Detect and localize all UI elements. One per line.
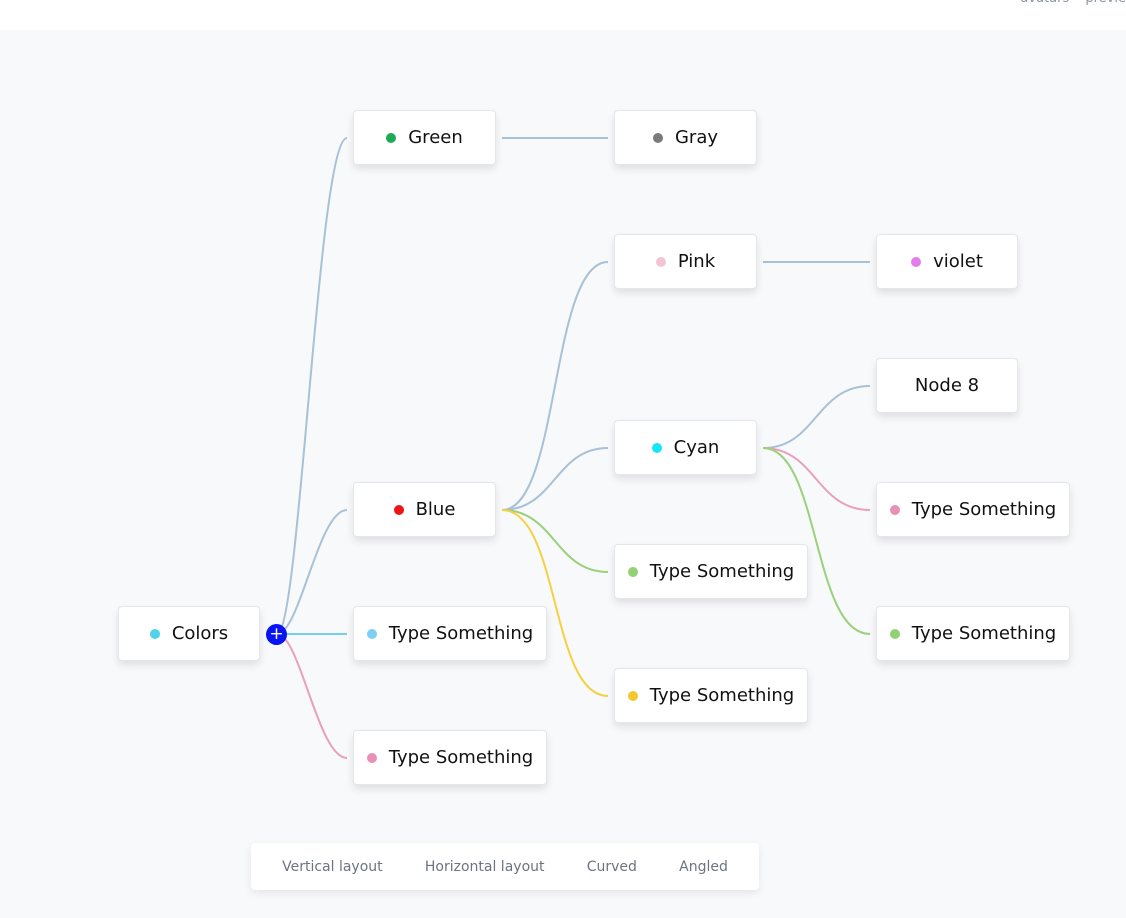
- node-type-something[interactable]: Type Something: [614, 544, 808, 599]
- node-pink[interactable]: Pink: [614, 234, 757, 289]
- node-label: Type Something: [388, 623, 534, 644]
- node-type-something[interactable]: Type Something: [353, 606, 547, 661]
- node-node8[interactable]: Node 8: [876, 358, 1018, 413]
- node-label: Type Something: [649, 685, 795, 706]
- node-dot: [655, 256, 666, 267]
- node-gray[interactable]: Gray: [614, 110, 757, 165]
- node-colors[interactable]: Colors: [118, 606, 260, 661]
- node-green[interactable]: Green: [353, 110, 496, 165]
- edge-colors-blue: [276, 509, 348, 635]
- top-links: avatars previe: [1008, 0, 1126, 6]
- node-label: violet: [933, 251, 983, 272]
- preview-link[interactable]: previe: [1085, 0, 1126, 6]
- node-cyan[interactable]: Cyan: [614, 420, 757, 475]
- node-label: Type Something: [388, 747, 534, 768]
- node-dot: [627, 690, 638, 701]
- node-violet[interactable]: violet: [876, 234, 1018, 289]
- edge-blue-pink: [501, 261, 609, 511]
- node-type-something[interactable]: Type Something: [353, 730, 547, 785]
- node-blue[interactable]: Blue: [353, 482, 496, 537]
- node-dot: [627, 566, 638, 577]
- mindmap-canvas[interactable]: [0, 30, 1126, 918]
- node-label: Type Something: [911, 623, 1057, 644]
- node-label: Cyan: [673, 437, 720, 458]
- horizontal-layout-button[interactable]: Horizontal layout: [424, 858, 545, 875]
- node-dot: [889, 628, 900, 639]
- node-dot: [149, 628, 160, 639]
- avatars-link[interactable]: avatars: [1020, 0, 1069, 6]
- node-dot: [652, 132, 663, 143]
- node-type-something[interactable]: Type Something: [876, 482, 1070, 537]
- node-dot: [366, 752, 377, 763]
- node-label: Green: [408, 127, 463, 148]
- edge-blue-cyan: [501, 447, 609, 511]
- edge-cyan-type-something-pink: [762, 447, 871, 511]
- vertical-layout-button[interactable]: Vertical layout: [282, 858, 383, 875]
- edge-cyan-node8: [762, 385, 871, 449]
- node-label: Blue: [415, 499, 456, 520]
- node-dot: [651, 442, 662, 453]
- node-dot: [366, 628, 377, 639]
- curved-button[interactable]: Curved: [586, 858, 637, 875]
- node-label: Colors: [171, 623, 229, 644]
- node-dot: [393, 504, 404, 515]
- node-dot: [911, 256, 922, 267]
- edge-blue-type-something-green: [501, 509, 609, 573]
- layout-toolbar: Vertical layout Horizontal layout Curved…: [251, 843, 759, 890]
- top-bar: avatars previe: [0, 0, 1126, 30]
- angled-button[interactable]: Angled: [679, 858, 728, 875]
- edge-colors-green: [276, 137, 348, 635]
- add-node-button[interactable]: +: [266, 624, 287, 645]
- edge-colors-type-something-pink: [276, 633, 348, 759]
- node-label: Node 8: [914, 375, 980, 396]
- node-type-something[interactable]: Type Something: [876, 606, 1070, 661]
- edge-blue-type-something-yellow: [501, 509, 609, 697]
- edge-cyan-type-something-green: [762, 447, 871, 635]
- node-label: Gray: [674, 127, 719, 148]
- node-type-something[interactable]: Type Something: [614, 668, 808, 723]
- node-label: Pink: [677, 251, 716, 272]
- node-label: Type Something: [649, 561, 795, 582]
- node-dot: [386, 132, 397, 143]
- node-dot: [889, 504, 900, 515]
- node-label: Type Something: [911, 499, 1057, 520]
